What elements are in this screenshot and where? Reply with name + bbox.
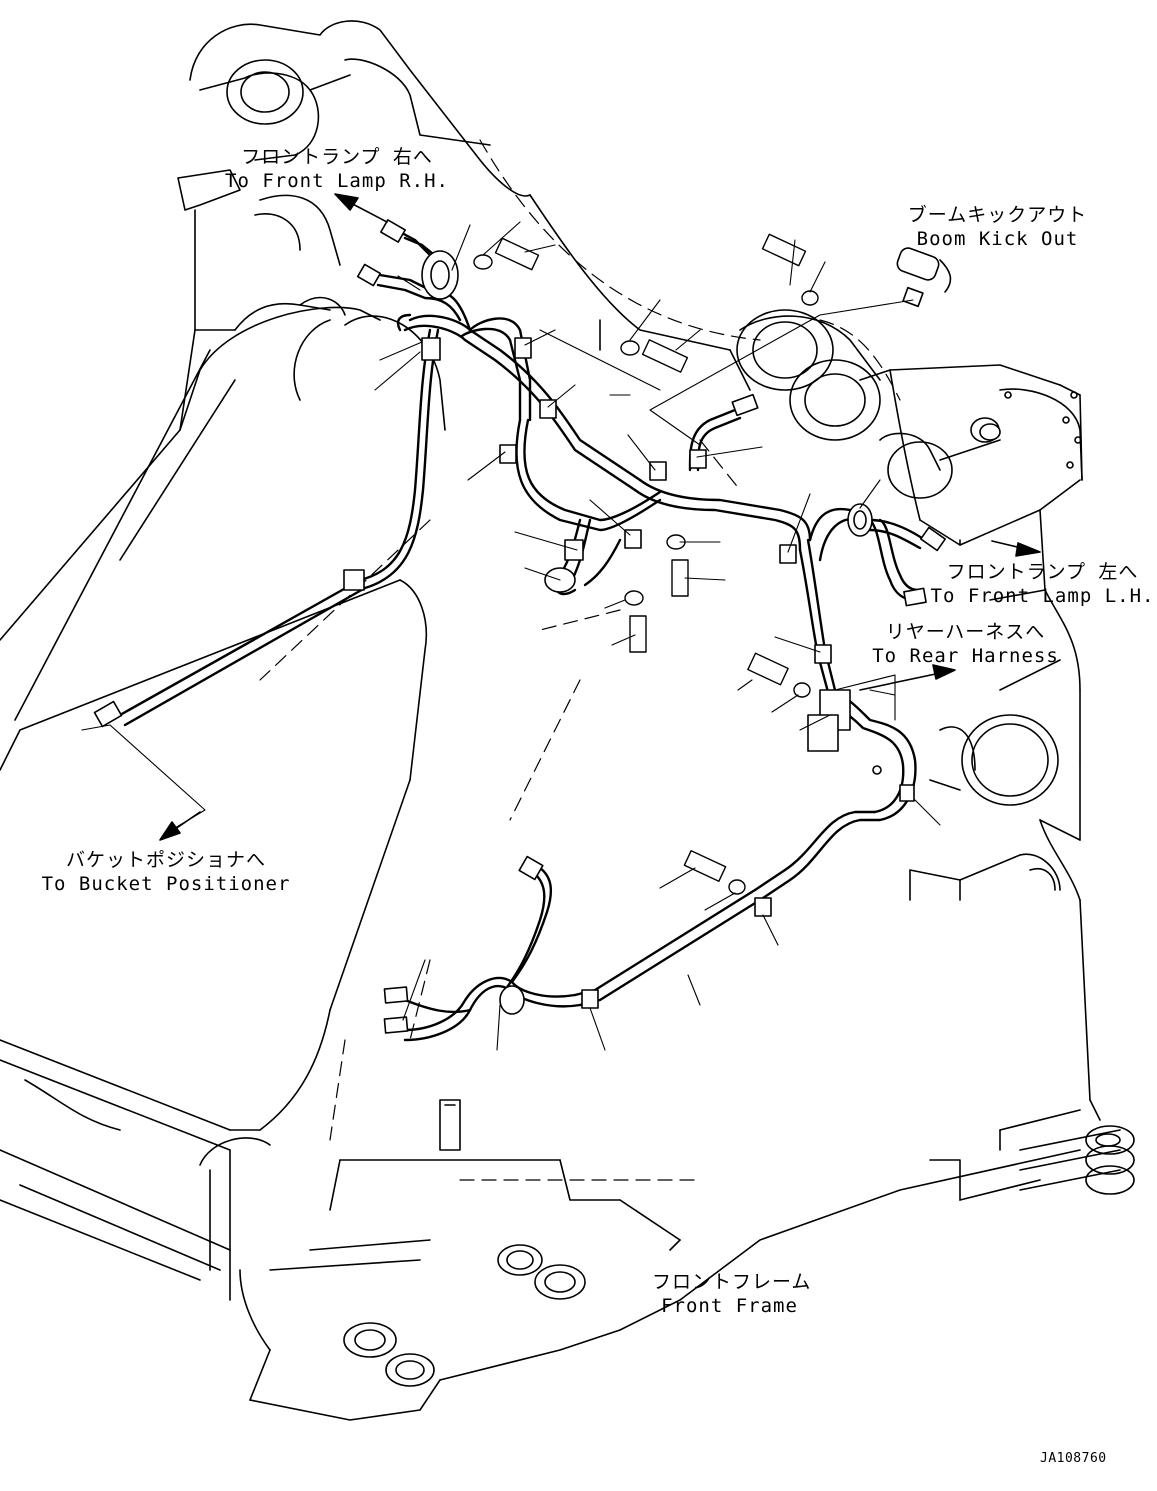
clamps bbox=[343, 250, 915, 1015]
front-lamp-lh-label: フロントランプ 左へ To Front Lamp L.H. bbox=[930, 560, 1155, 608]
front-frame-label-en: Front Frame bbox=[661, 1295, 798, 1317]
rear-harness-label-jp: リヤーハーネスへ bbox=[885, 621, 1046, 643]
lower-front-frame bbox=[199, 1099, 1135, 1421]
bucket-positioner-label: バケットポジショナへ To Bucket Positioner bbox=[36, 848, 296, 896]
hardware bbox=[473, 233, 819, 895]
front-frame-tower bbox=[909, 509, 1101, 1121]
rear-harness-label-en: To Rear Harness bbox=[872, 645, 1059, 667]
drawing-code: JA108760 bbox=[1040, 1451, 1107, 1466]
bucket-positioner-label-jp: バケットポジショナへ bbox=[65, 849, 266, 871]
front-frame-label-jp: フロントフレーム bbox=[652, 1271, 812, 1293]
boom-cross-member bbox=[529, 194, 1083, 546]
front-lamp-lh-label-jp: フロントランプ 左へ bbox=[946, 561, 1139, 583]
boom-kick-out-label-jp: ブームキックアウト bbox=[907, 204, 1088, 226]
front-lamp-rh-label-en: To Front Lamp R.H. bbox=[225, 170, 449, 192]
front-lamp-rh-label-jp: フロントランプ 右へ bbox=[241, 146, 433, 168]
bucket-link-panel bbox=[0, 579, 428, 1301]
boom-arm bbox=[0, 20, 531, 721]
leader-lines bbox=[81, 221, 941, 1051]
front-lamp-rh-label: フロントランプ 右へ To Front Lamp R.H. bbox=[222, 145, 452, 193]
connectors bbox=[93, 219, 1001, 1034]
front-frame-label: フロントフレーム Front Frame bbox=[652, 1270, 812, 1318]
front-lamp-lh-label-en: To Front Lamp L.H. bbox=[930, 585, 1155, 607]
arrows bbox=[159, 193, 1041, 841]
boom-kick-out-label-en: Boom Kick Out bbox=[916, 228, 1079, 250]
boom-kick-out-label: ブームキックアウト Boom Kick Out bbox=[905, 203, 1090, 251]
bucket-positioner-label-en: To Bucket Positioner bbox=[41, 873, 291, 895]
rear-harness-label: リヤーハーネスへ To Rear Harness bbox=[868, 620, 1063, 668]
